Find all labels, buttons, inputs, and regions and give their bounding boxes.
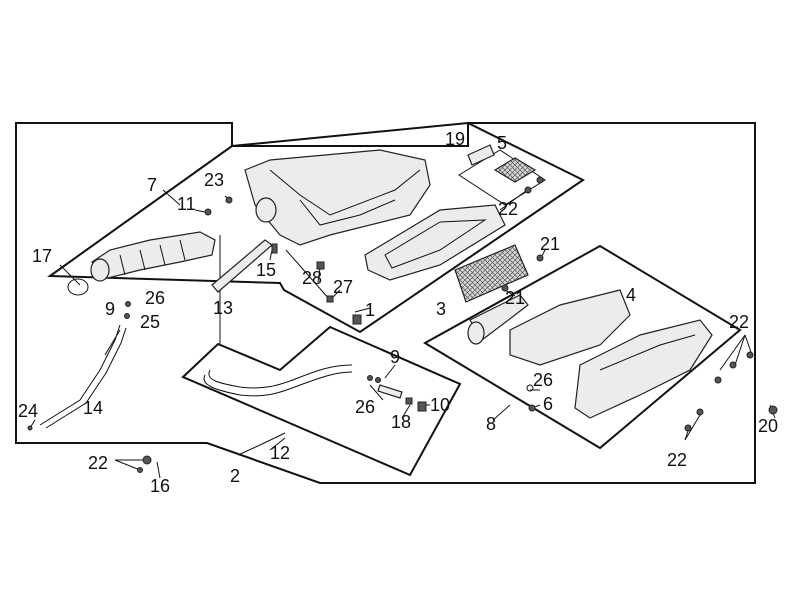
drain-pipe-14 (39, 324, 127, 429)
airbox-lid-frame (364, 204, 506, 281)
label-4: 4 (626, 285, 636, 305)
label-2: 2 (230, 466, 240, 486)
airbox-upper-housing (244, 149, 431, 246)
label-22-bottom: 22 (667, 450, 687, 470)
label-22-top: 22 (498, 199, 518, 219)
label-9-upper: 9 (105, 299, 115, 319)
label-6: 6 (543, 394, 553, 414)
intake-adapter-3 (467, 294, 529, 345)
label-21-upper: 21 (540, 234, 560, 254)
label-9-lower: 9 (390, 347, 400, 367)
label-26-middle: 26 (355, 397, 375, 417)
breather-hose (203, 364, 353, 397)
intake-duct (90, 231, 216, 282)
airbox-lower-cover (574, 319, 713, 419)
label-22-left: 22 (88, 453, 108, 473)
label-15: 15 (256, 260, 276, 280)
label-11: 11 (177, 194, 196, 214)
label-18: 18 (391, 412, 411, 432)
bracket-5 (493, 157, 537, 183)
label-25: 25 (140, 312, 160, 332)
label-28: 28 (302, 268, 322, 288)
group-12-outline (181, 325, 462, 477)
label-24: 24 (18, 401, 38, 421)
label-16: 16 (150, 476, 170, 496)
label-17: 17 (32, 246, 52, 266)
label-5: 5 (497, 133, 507, 153)
label-10: 10 (430, 395, 450, 415)
part-labels: 1 2 3 4 5 6 7 8 9 9 10 11 12 13 14 15 16… (18, 129, 778, 496)
label-22-right: 22 (729, 312, 749, 332)
air-filter-element (454, 244, 529, 303)
group-8-outline (422, 244, 742, 450)
label-26-right: 26 (533, 370, 553, 390)
group-7-outline (47, 121, 585, 334)
small-connector-18 (377, 384, 427, 412)
label-7: 7 (147, 175, 157, 195)
label-14: 14 (83, 398, 103, 418)
label-19: 19 (445, 129, 465, 149)
label-13: 13 (213, 298, 233, 318)
label-20: 20 (758, 416, 778, 436)
fasteners (27, 176, 778, 473)
label-plate-19 (467, 144, 495, 166)
filter-gasket (509, 289, 631, 366)
label-27: 27 (333, 277, 353, 297)
outer-frame (15, 122, 756, 484)
label-26-upper: 26 (145, 288, 165, 308)
hose-clamp (67, 278, 89, 296)
label-8: 8 (486, 414, 496, 434)
label-12: 12 (270, 443, 290, 463)
label-23: 23 (204, 170, 224, 190)
label-21-lower: 21 (505, 288, 525, 308)
label-1: 1 (365, 300, 375, 320)
label-3: 3 (436, 299, 446, 319)
